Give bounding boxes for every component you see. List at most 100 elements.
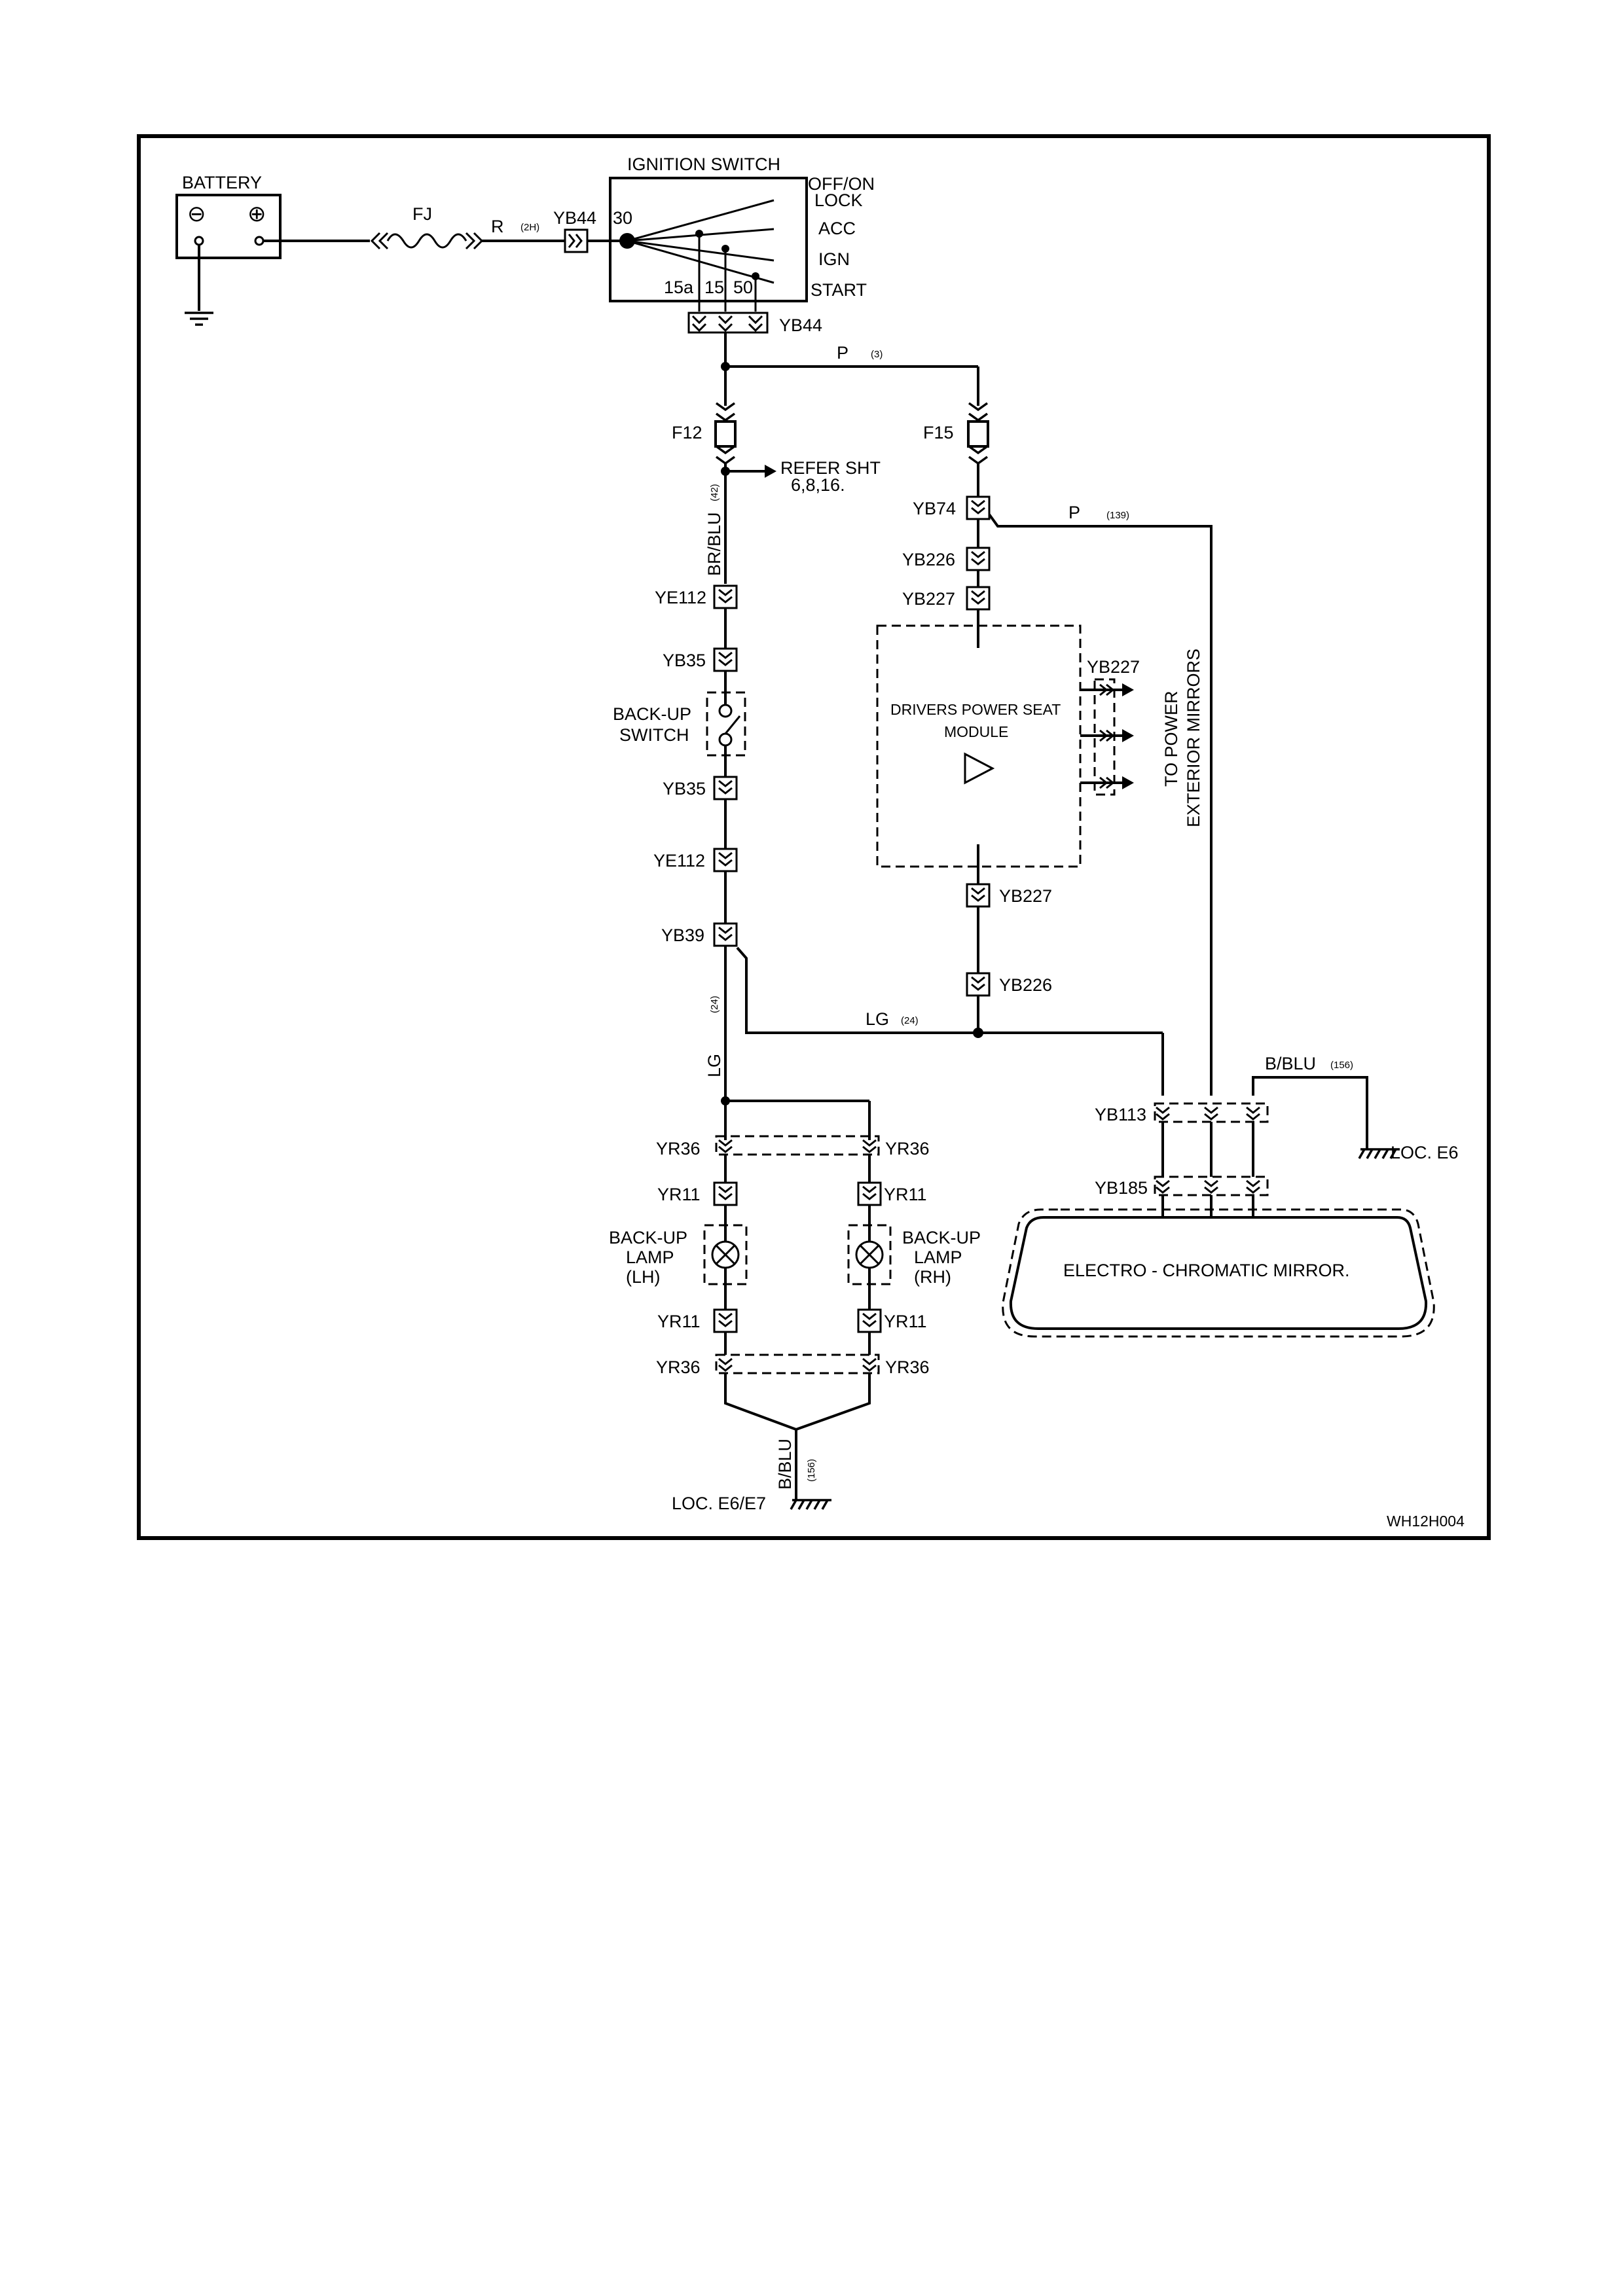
backup-lamp-lh-label-1: BACK-UP — [609, 1228, 687, 1247]
connector-yb226-bottom-label: YB226 — [999, 975, 1052, 995]
wire-br-blu-label: BR/BLU — [704, 512, 724, 576]
electro-chromatic-mirror-label: ELECTRO - CHROMATIC MIRROR. — [1063, 1261, 1350, 1280]
wire-bblu-bottom-number: (156) — [806, 1459, 817, 1482]
connector-yr36-right-top-label: YR36 — [885, 1139, 930, 1158]
connector-yb227-top-label: YB227 — [902, 589, 955, 609]
connector-yb74 — [966, 495, 991, 520]
ground-icon — [183, 312, 215, 326]
fuse-f12 — [714, 420, 737, 448]
fuse-fj-label: FJ — [412, 204, 432, 224]
ignition-switch-title: IGNITION SWITCH — [627, 154, 780, 174]
fuse-f15 — [967, 420, 989, 448]
fuse-f15-label: F15 — [923, 423, 954, 442]
connector-yb227-bottom-label: YB227 — [999, 886, 1052, 906]
ign-pos-acc: ACC — [818, 219, 856, 238]
connector-yr11-left-top — [713, 1181, 738, 1206]
connector-yb74-label: YB74 — [913, 499, 956, 518]
connector-ye112-bottom — [713, 848, 738, 872]
wire-br-blu-number: (42) — [709, 484, 720, 501]
to-power-label-2: EXTERIOR MIRRORS — [1184, 649, 1203, 827]
connector-yb226-top-label: YB226 — [902, 550, 955, 569]
connector-yb44-in — [564, 228, 589, 253]
connector-yb44-in-label: YB44 — [553, 208, 596, 228]
ign-pos-ign: IGN — [818, 249, 850, 269]
fuse-f12-label: F12 — [672, 423, 702, 442]
connector-yb227-side-label: YB227 — [1087, 657, 1140, 677]
electro-chromatic-mirror: ELECTRO - CHROMATIC MIRROR. — [1002, 1208, 1435, 1338]
connector-yb227-bottom — [966, 883, 991, 908]
connector-yb44-out — [687, 312, 769, 334]
to-power-label-1: TO POWER — [1161, 691, 1181, 787]
dps-module-label-1: DRIVERS POWER SEAT — [890, 701, 1061, 718]
connector-yb113-label: YB113 — [1095, 1105, 1146, 1124]
wire-r-label: R — [491, 217, 504, 236]
backup-lamp-rh-label-3: (RH) — [914, 1267, 951, 1287]
backup-switch-label-2: SWITCH — [619, 725, 689, 745]
wire-bblu-right-label: B/BLU — [1265, 1054, 1316, 1073]
connector-yr11-right-bottom — [857, 1308, 882, 1333]
connector-yr11-left-bottom — [713, 1308, 738, 1333]
backup-lamp-lh-label-3: (LH) — [626, 1267, 661, 1287]
ign-terminal-15: 15 — [704, 278, 724, 297]
connector-yb227-side — [1080, 678, 1134, 796]
connector-yb44-out-label: YB44 — [779, 315, 822, 335]
wire-lg-vertical-label: LG — [704, 1054, 724, 1077]
ign-pos-offon: OFF/ON — [808, 174, 875, 194]
wire-bblu-right-number: (156) — [1330, 1060, 1353, 1071]
backup-lamp-rh-label-1: BACK-UP — [902, 1228, 981, 1247]
connector-yb35-top-label: YB35 — [663, 651, 706, 670]
arrow-icon — [765, 465, 776, 478]
connector-yr36-bottom — [715, 1354, 880, 1374]
wire-p-label: P — [837, 343, 848, 363]
connector-yb39-label: YB39 — [661, 925, 704, 945]
wire-p-number: (3) — [871, 349, 883, 360]
lamp-icon — [715, 1244, 736, 1265]
backup-lamp-rh-label-2: LAMP — [914, 1247, 962, 1267]
connector-yr36-left-top-label: YR36 — [656, 1139, 701, 1158]
refer-sheet-line2: 6,8,16. — [791, 475, 845, 495]
battery-label: BATTERY — [182, 173, 262, 192]
connector-yb227-top — [966, 586, 991, 611]
wire-r-number: (2H) — [520, 222, 539, 233]
connector-yb226-top — [966, 547, 991, 571]
wire-lg-vertical-number: (24) — [709, 996, 720, 1013]
connector-yr11-right-top — [857, 1181, 882, 1206]
wire-lg-horizontal-label: LG — [866, 1009, 889, 1029]
battery-pos-icon: ⊕ — [247, 202, 266, 226]
connector-yr11-left-bottom-label: YR11 — [657, 1312, 701, 1331]
connector-yr36-right-bottom-label: YR36 — [885, 1357, 930, 1377]
wire-bblu-bottom-label: B/BLU — [775, 1439, 795, 1490]
connector-yb35-bottom — [713, 776, 738, 800]
ign-terminal-50: 50 — [733, 278, 753, 297]
backup-switch-label-1: BACK-UP — [613, 704, 691, 724]
connector-yr11-left-top-label: YR11 — [657, 1185, 701, 1204]
backup-lamp-lh-label-2: LAMP — [626, 1247, 674, 1267]
connector-yb226-bottom — [966, 972, 991, 997]
connector-yr11-right-top-label: YR11 — [884, 1185, 927, 1204]
wire-p2-number: (139) — [1106, 510, 1129, 521]
diagram-frame — [137, 134, 1491, 1540]
connector-ye112-top — [713, 584, 738, 609]
ground-loc-e6e7-label: LOC. E6/E7 — [672, 1494, 766, 1513]
battery-neg-icon: ⊖ — [187, 202, 206, 226]
connector-yr36-top — [715, 1135, 880, 1156]
diagram-code: WH12H004 — [1387, 1513, 1465, 1530]
ground-loc-e6e7-icon — [790, 1499, 833, 1511]
backup-lamp-rh: BACK-UP LAMP (RH) — [847, 1224, 981, 1287]
ground-loc-e6-label: LOC. E6 — [1391, 1143, 1459, 1162]
amplifier-icon — [964, 752, 995, 785]
connector-ye112-bottom-label: YE112 — [653, 851, 705, 870]
connector-yb35-top — [713, 647, 738, 672]
wire-lg-horizontal-number: (24) — [901, 1015, 919, 1026]
connector-yr11-right-bottom-label: YR11 — [884, 1312, 927, 1331]
ignition-switch: IGNITION SWITCH 30 OFF/ON LOCK ACC IGN S… — [609, 154, 875, 312]
connector-ye112-top-label: YE112 — [655, 588, 706, 607]
ign-pos-start: START — [811, 280, 867, 300]
lamp-icon — [859, 1244, 880, 1265]
dps-module-label-2: MODULE — [944, 723, 1008, 740]
connector-f12-bottom — [715, 445, 736, 465]
connector-yr36-left-bottom-label: YR36 — [656, 1357, 701, 1377]
ign-terminal-30: 30 — [613, 208, 632, 228]
battery: BATTERY ⊖ ⊕ — [175, 173, 282, 326]
